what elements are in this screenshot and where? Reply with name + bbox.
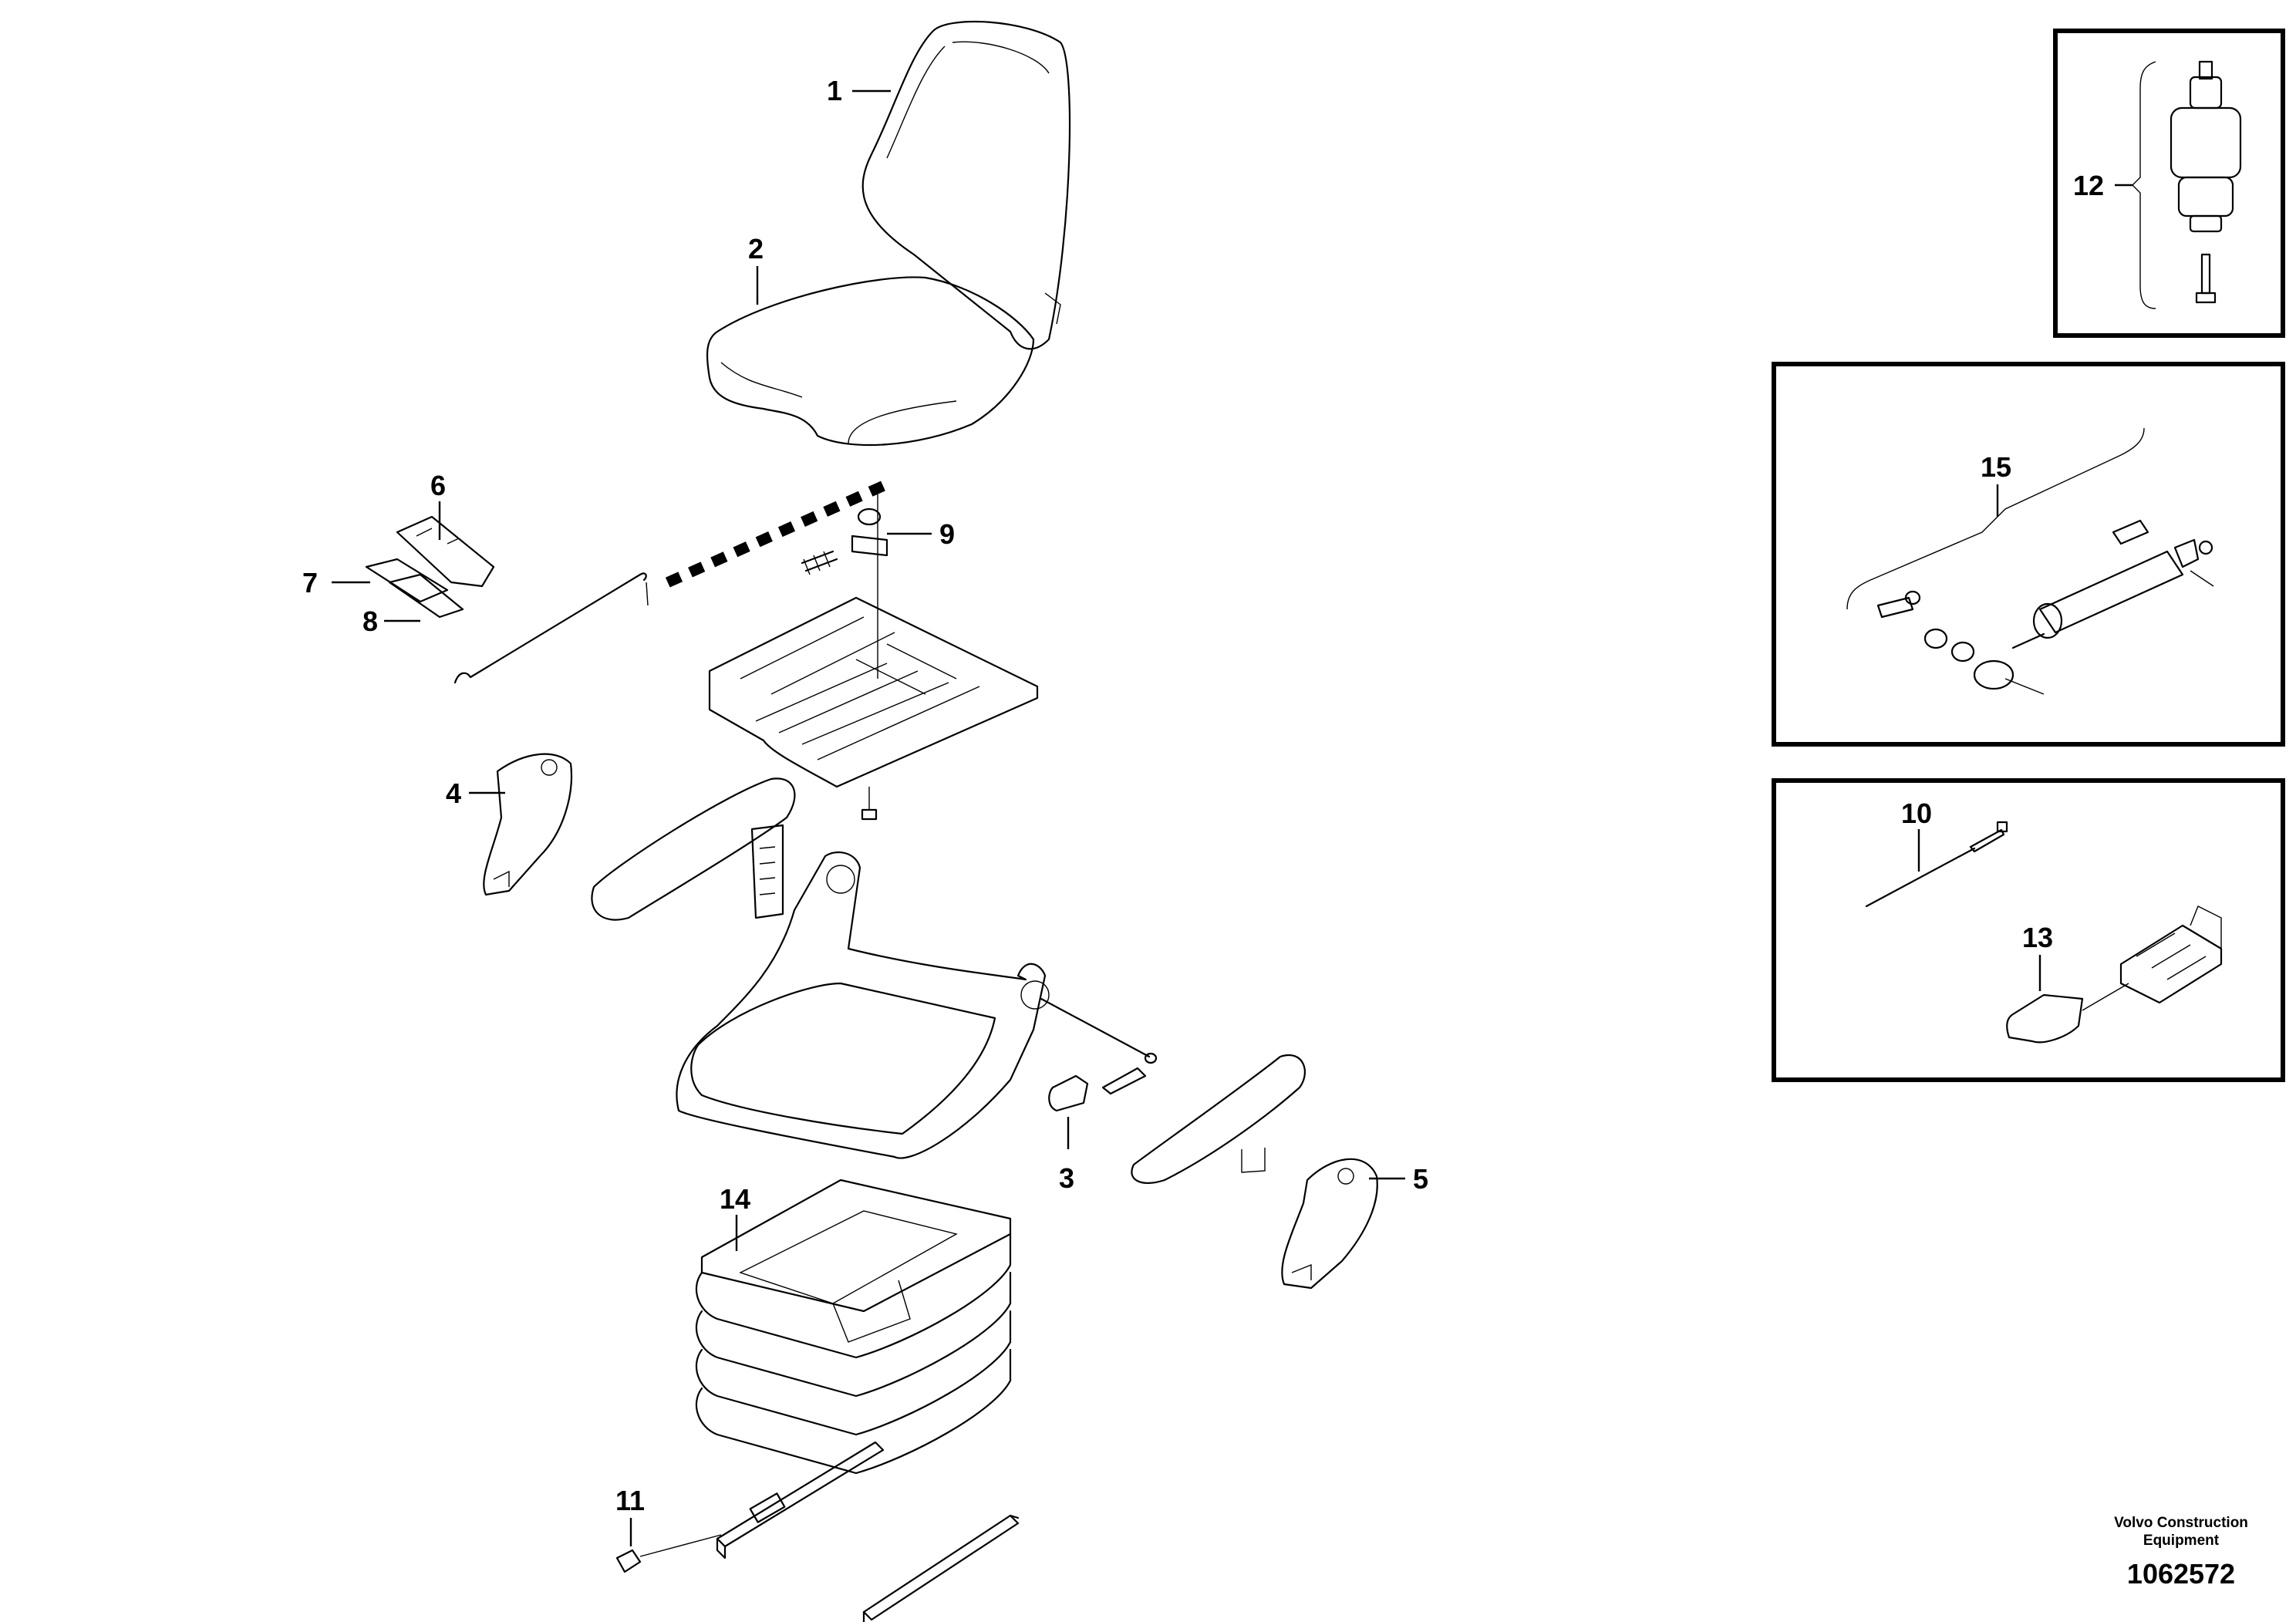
suspension-base-part (695, 1179, 1012, 1475)
seat-cushion-part (706, 276, 1035, 447)
handle-part-13 (2006, 905, 2223, 1044)
clip-part-7 (365, 558, 449, 603)
lower-bolt (861, 808, 878, 821)
callout-9: 9 (939, 518, 955, 550)
lever-part (1040, 997, 1158, 1112)
slide-rail-part (615, 1441, 885, 1573)
callout-11: 11 (615, 1485, 645, 1516)
callout-3: 3 (1059, 1162, 1074, 1194)
callout-1: 1 (827, 75, 842, 106)
callout-8: 8 (362, 605, 378, 637)
right-armrest (1131, 1054, 1306, 1184)
clip-part-8 (388, 573, 464, 619)
upper-base-plate (708, 596, 1039, 788)
right-side-cover-part (1281, 1158, 1378, 1290)
backrest-part (861, 20, 1071, 350)
callout-2: 2 (748, 233, 764, 265)
callout-13: 13 (2022, 922, 2053, 953)
callout-12: 12 (2073, 170, 2104, 201)
brand-line-2: Equipment (2143, 1533, 2220, 1549)
adjustment-rod (453, 572, 649, 684)
damper-part-15 (1846, 427, 2214, 695)
brand-line-1: Volvo Construction (2114, 1515, 2248, 1531)
callout-15: 15 (1981, 451, 2011, 483)
callout-7: 7 (302, 567, 318, 599)
clip-part-6 (396, 515, 495, 588)
callout-5: 5 (1413, 1163, 1428, 1195)
inset-box-15 (1772, 362, 2285, 747)
callout-10: 10 (1901, 798, 1932, 829)
pin-part-10 (1865, 821, 2008, 908)
bolt-assembly-part (801, 508, 888, 575)
dashed-connector (657, 481, 885, 592)
gas-spring-part-12 (2132, 60, 2242, 309)
callout-4: 4 (446, 777, 461, 809)
inset-box-12 (2053, 29, 2285, 338)
left-armrest (591, 777, 796, 921)
callout-14: 14 (720, 1183, 750, 1215)
slide-rail-lower-part (862, 1514, 1020, 1622)
brace-12 (2132, 61, 2156, 309)
document-number: 1062572 (2127, 1558, 2235, 1590)
left-side-cover-part (483, 753, 572, 896)
inset-box-10-13 (1772, 778, 2285, 1082)
callout-6: 6 (430, 470, 446, 501)
seat-frame-part (676, 851, 1050, 1159)
